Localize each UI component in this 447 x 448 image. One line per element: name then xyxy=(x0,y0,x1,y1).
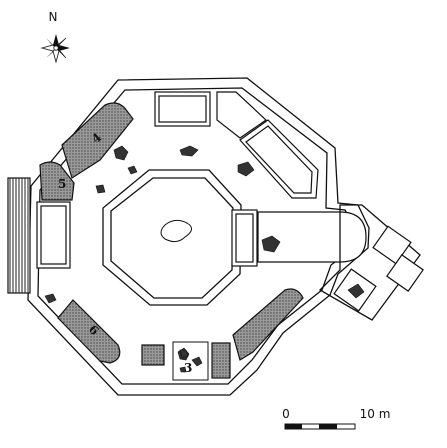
scale-bar: 0 10 m xyxy=(282,407,391,430)
room-north-inner xyxy=(158,95,207,123)
north-rooms xyxy=(154,91,319,199)
annex-room-1 xyxy=(372,225,412,265)
room-northeast-small xyxy=(216,91,267,139)
room-4 xyxy=(61,102,134,179)
courtyard-cistern xyxy=(160,219,192,243)
room-southeast-small xyxy=(211,342,231,379)
east-apse-hall xyxy=(257,211,367,263)
scale-end-label: 10 m xyxy=(360,407,391,421)
room-5-label: 5 xyxy=(58,177,66,191)
room-northeast-inner xyxy=(245,125,313,194)
north-label: N xyxy=(49,10,58,24)
scale-start-label: 0 xyxy=(282,407,290,421)
rooms: 4 5 6 3 xyxy=(39,102,304,381)
compass-rose: N xyxy=(40,10,70,64)
courtyard xyxy=(102,169,242,306)
annex-room-2 xyxy=(386,254,424,292)
room-west-inner xyxy=(40,205,67,265)
debris xyxy=(44,145,365,359)
east-entrance-inner xyxy=(235,213,254,263)
room-5 xyxy=(39,161,75,201)
west-annex xyxy=(7,177,31,294)
east-hall xyxy=(231,209,367,267)
room-6 xyxy=(57,299,121,364)
room-3-label: 3 xyxy=(184,361,192,375)
room-south-small xyxy=(141,344,165,366)
room-southeast xyxy=(232,288,304,361)
